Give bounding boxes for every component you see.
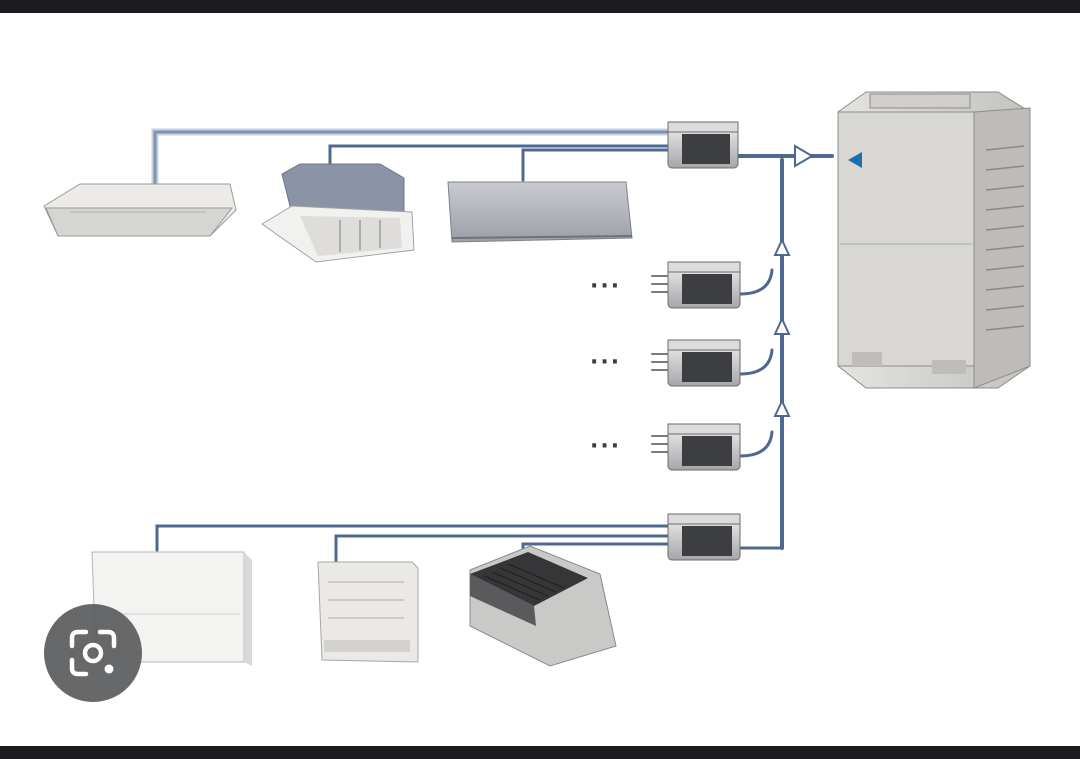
branch-controller-box <box>667 423 741 471</box>
top-bar <box>0 0 1080 13</box>
branch-joint <box>773 398 791 417</box>
outdoor-unit <box>837 91 1031 389</box>
branch-controller-box <box>667 339 741 387</box>
lens-search-button[interactable] <box>44 604 142 702</box>
branch-joint <box>773 316 791 335</box>
console-unit <box>317 561 419 663</box>
more-units-indicator: ··· <box>590 350 622 375</box>
bottom-bar <box>0 746 1080 759</box>
branch-controller-box <box>667 121 739 169</box>
ceiling-concealed-unit <box>447 181 633 243</box>
branch-joints <box>773 144 814 417</box>
refrigerant-piping <box>151 128 834 564</box>
brand-logo-icon <box>848 152 862 168</box>
branch-joint <box>794 144 814 168</box>
branch-controller-box <box>667 261 741 309</box>
more-units-indicator: ··· <box>590 434 622 459</box>
branch-joint <box>773 237 791 256</box>
indoor-units-top <box>43 163 633 263</box>
ceiling-suspended-unit <box>43 183 237 237</box>
indoor-units-bottom <box>91 545 617 667</box>
cassette-unit <box>261 163 415 263</box>
ducted-unit <box>469 545 617 667</box>
branch-controllers <box>667 121 741 561</box>
branch-controller-box <box>667 513 741 561</box>
more-units-indicator: ··· <box>590 274 622 299</box>
camera-lens-icon <box>69 629 117 677</box>
